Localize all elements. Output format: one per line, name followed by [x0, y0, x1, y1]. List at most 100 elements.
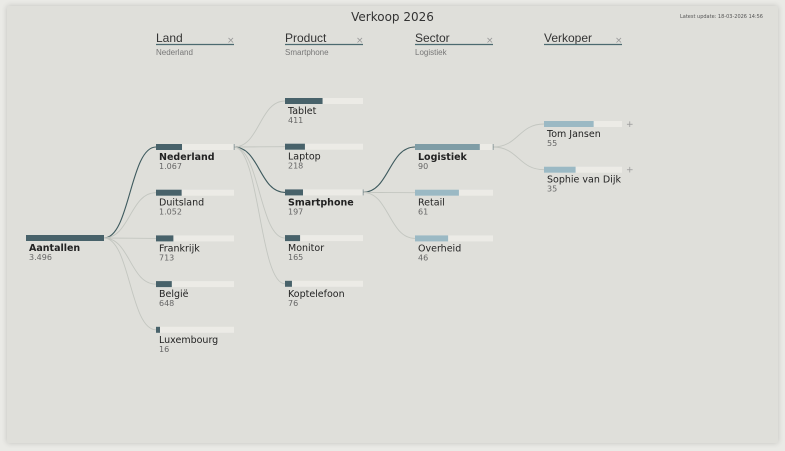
bar-track	[285, 235, 363, 242]
bar-monitor	[285, 235, 301, 242]
column-header-label: Sector	[415, 31, 450, 45]
column-header-label: Verkoper	[544, 31, 592, 45]
bar-tablet	[285, 98, 323, 104]
bar-track	[285, 280, 363, 287]
node-value: 713	[159, 253, 174, 262]
close-icon[interactable]: ×	[615, 36, 623, 46]
column-header-selection: Nederland	[156, 48, 193, 57]
column-header-verkoper[interactable]: Verkoper ×	[544, 31, 623, 46]
node-label: Duitsland	[159, 198, 204, 209]
node-label: Sophie van Dijk	[547, 175, 621, 186]
chart-title: Verkoop 2026	[351, 10, 434, 24]
link-tablet	[233, 100, 286, 148]
bar-overheid	[415, 235, 449, 242]
root-value: 3.496	[29, 253, 52, 262]
node-label: Tablet	[287, 106, 317, 117]
link-duitsland	[103, 192, 157, 239]
active-marker	[492, 144, 494, 150]
bar-tom-jansen	[544, 121, 594, 127]
bar-track	[156, 189, 234, 196]
node-value: 1.052	[159, 208, 182, 217]
node-label: Retail	[418, 198, 445, 209]
bar-track	[156, 144, 234, 150]
bar-retail	[415, 189, 459, 196]
node-label: Tom Jansen	[546, 129, 601, 140]
column-header-selection: Logistiek	[415, 48, 448, 57]
bar-track	[415, 235, 493, 242]
node-value: 16	[159, 345, 169, 354]
bar-track	[544, 166, 622, 173]
bar-nederland	[156, 144, 183, 150]
node-label: Luxembourg	[159, 335, 218, 346]
node-value: 218	[288, 162, 303, 171]
column-headers: LandNederland×ProductSmartphone×SectorLo…	[156, 31, 623, 57]
close-icon[interactable]: ×	[486, 36, 494, 46]
node-label: België	[159, 289, 189, 300]
node-value: 61	[418, 208, 428, 217]
bar-smartphone	[285, 189, 304, 196]
node-label: Laptop	[288, 152, 321, 163]
bar-track	[285, 98, 363, 104]
node-label: Nederland	[159, 152, 215, 163]
node-label: Koptelefoon	[288, 289, 345, 300]
expand-plus-icon[interactable]: +	[626, 166, 634, 176]
close-icon[interactable]: ×	[227, 36, 235, 46]
node-label: Frankrijk	[159, 243, 200, 254]
link-logistiek	[362, 146, 416, 193]
close-icon[interactable]: ×	[356, 36, 364, 46]
chart-panel	[7, 6, 778, 443]
link-overheid	[362, 191, 416, 239]
node-value: 76	[288, 299, 298, 308]
bar-sophie-van-dijk	[544, 166, 576, 173]
link-tom-jansen	[492, 123, 545, 148]
link-smartphone	[233, 146, 286, 193]
node-value: 197	[288, 207, 303, 216]
root-bar	[26, 235, 104, 241]
bar-track	[285, 189, 363, 196]
node-label: Monitor	[288, 243, 324, 254]
node-label: Overheid	[418, 243, 461, 254]
link-sophie-van-dijk	[492, 146, 545, 171]
bar-duitsland	[156, 189, 182, 196]
bar-track	[156, 281, 234, 288]
tree-links	[103, 100, 545, 331]
column-header-label: Land	[156, 31, 183, 45]
link-luxembourg	[103, 237, 157, 331]
link-nederland	[103, 146, 157, 239]
active-marker	[362, 189, 364, 196]
expand-plus-icon[interactable]: +	[626, 120, 634, 130]
bar-laptop	[285, 143, 305, 150]
node-value: 648	[159, 299, 174, 308]
node-label: Smartphone	[288, 197, 354, 208]
bar-logistiek	[415, 144, 480, 150]
column-header-label: Product	[285, 31, 327, 45]
node-value: 46	[418, 253, 428, 262]
bar-luxembourg	[156, 326, 160, 333]
link-koptelefoon	[233, 146, 286, 285]
node-value: 55	[547, 139, 557, 148]
latest-update: Latest update: 18-03-2026 14:56	[680, 14, 763, 20]
node-value: 165	[288, 253, 303, 262]
root-label: Aantallen	[29, 243, 80, 254]
